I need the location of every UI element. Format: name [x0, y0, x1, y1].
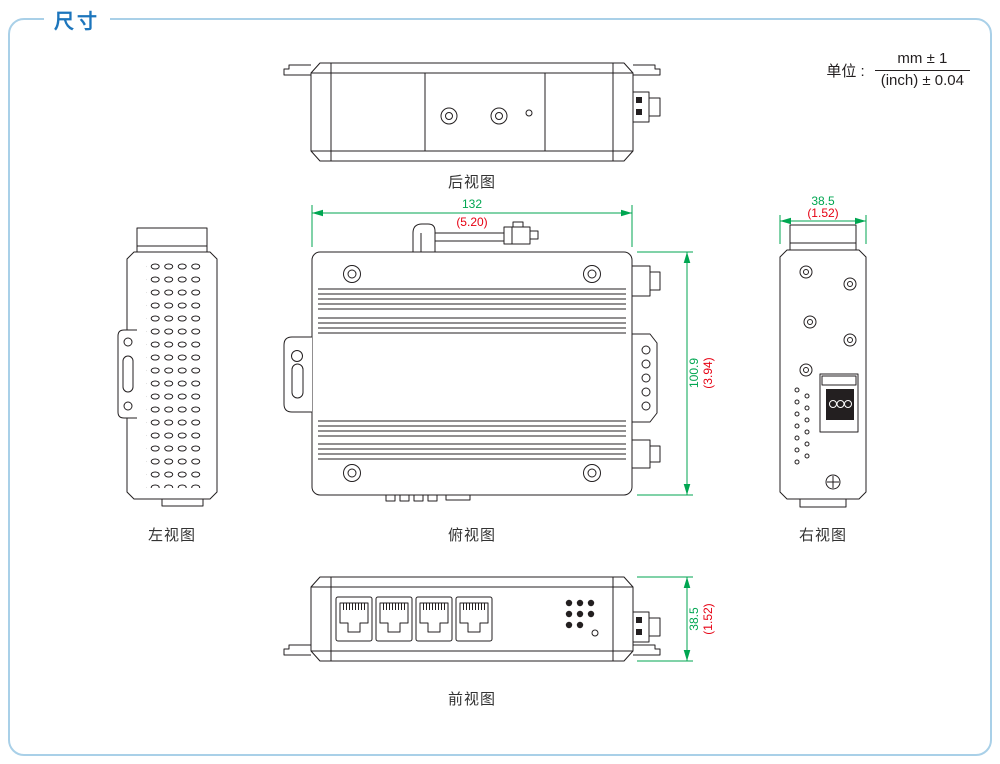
rj45-ports: [335, 596, 493, 642]
left-foot: [161, 499, 204, 507]
units-mm-value: mm ± 1: [874, 50, 970, 71]
heatsink-ribs: [318, 420, 626, 437]
right-view: 38.5 (1.52): [779, 194, 867, 544]
top-view-label: 俯视图: [448, 527, 496, 544]
rear-screw-hole: [440, 107, 458, 125]
rear-screw-hole: [490, 107, 508, 125]
bracket-slot: [122, 355, 134, 393]
front-right-mount-tab: [633, 644, 661, 656]
rear-right-mount-tab: [633, 64, 661, 76]
rear-body: [310, 62, 634, 162]
dim-height-mm: 100.9: [687, 358, 701, 388]
led-indicators: [565, 599, 599, 637]
rj45-port: [335, 596, 373, 642]
rear-small-hole: [525, 109, 533, 117]
terminal-block: [819, 373, 859, 433]
dim-front-height: 38.5 (1.52): [637, 576, 715, 662]
units-fraction: mm ± 1 (inch) ± 0.04: [874, 50, 970, 91]
units-inch-value: (inch) ± 0.04: [880, 71, 964, 89]
left-view: 左视图: [117, 227, 218, 544]
dim-width-inch: (5.20): [456, 215, 487, 229]
heatsink-ribs: [318, 317, 626, 334]
front-panel-lines: [311, 577, 633, 661]
top-side-connectors: [631, 265, 661, 469]
units-note: 单位 : mm ± 1 (inch) ± 0.04: [826, 50, 970, 91]
left-view-label: 左视图: [148, 527, 196, 544]
right-screws: [799, 265, 857, 377]
rj45-port: [455, 596, 493, 642]
rear-view-label: 后视图: [448, 174, 496, 191]
front-side-connector: [632, 611, 661, 643]
top-mount-ear: [283, 336, 312, 413]
front-left-mount-tab: [283, 644, 311, 656]
front-view-label: 前视图: [448, 691, 496, 708]
heatsink-ribs: [318, 288, 626, 310]
left-top-cap: [136, 227, 208, 253]
dim-width: 132 (5.20): [311, 197, 633, 247]
dim-height: 100.9 (3.94): [637, 251, 715, 496]
page-title: 尺寸: [44, 5, 110, 34]
din-rail-clip: [412, 221, 539, 252]
left-mount-bracket: [117, 329, 137, 419]
reset-hole: [591, 629, 599, 637]
dim-depth-mm: 38.5: [811, 194, 835, 208]
content-frame: [8, 18, 992, 756]
rear-side-connector: [632, 91, 661, 123]
rj45-port: [375, 596, 413, 642]
front-body: [310, 576, 634, 662]
rj45-port: [415, 596, 453, 642]
rear-left-mount-tab: [283, 64, 311, 76]
corner-screws: [343, 265, 601, 482]
vent-holes: [146, 262, 204, 488]
rear-view: 后视图: [283, 62, 661, 191]
right-top-cap: [789, 224, 857, 251]
bottom-feet: [385, 495, 471, 502]
dim-depth-inch: (1.52): [807, 206, 838, 220]
units-label: 单位 :: [826, 62, 865, 80]
right-vent-holes: [794, 387, 810, 465]
right-view-label: 右视图: [799, 527, 847, 544]
dim-width-mm: 132: [462, 197, 482, 211]
dim-height-inch: (3.94): [701, 357, 715, 388]
bracket-hole: [123, 401, 133, 411]
dim-depth: 38.5 (1.52): [779, 194, 867, 244]
top-view: 132 (5.20) 100.9 (3.94) 俯视图: [283, 197, 715, 544]
dim-front-height-mm: 38.5: [687, 607, 701, 631]
bracket-hole: [123, 337, 133, 347]
right-foot: [799, 499, 847, 508]
rear-panel-lines: [311, 63, 633, 161]
front-view: 38.5 (1.52) 前视图: [283, 576, 715, 708]
phillips-screw: [825, 474, 841, 490]
heatsink-ribs: [318, 443, 626, 460]
dim-front-height-inch: (1.52): [701, 603, 715, 634]
